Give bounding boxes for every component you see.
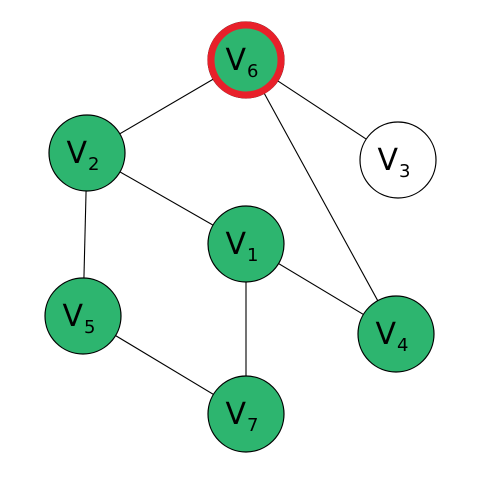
node-label-v6: V6	[226, 43, 259, 82]
node-v4[interactable]: V4	[357, 295, 435, 373]
node-letter-v4: V	[376, 317, 397, 352]
node-v1[interactable]: V1	[207, 205, 285, 283]
node-letter-v1: V	[226, 227, 247, 262]
node-label-v4: V4	[376, 317, 409, 356]
node-index-v7: 7	[247, 415, 258, 436]
node-index-v2: 2	[88, 154, 99, 175]
node-letter-v5: V	[63, 299, 84, 334]
node-letter-v2: V	[67, 136, 88, 171]
node-label-v7: V7	[226, 397, 259, 436]
node-v6[interactable]: V6	[207, 21, 285, 99]
node-v5[interactable]: V5	[44, 277, 122, 355]
node-v2[interactable]: V2	[48, 114, 126, 192]
node-circle-v2	[48, 114, 126, 192]
node-circle-v7	[207, 375, 285, 453]
node-label-v1: V1	[226, 227, 259, 266]
node-index-v4: 4	[397, 335, 408, 356]
node-index-v5: 5	[84, 317, 95, 338]
node-index-v3: 3	[399, 161, 410, 182]
node-circle-v3	[359, 121, 437, 199]
node-index-v1: 1	[247, 245, 258, 266]
node-index-v6: 6	[247, 61, 258, 82]
node-circle-v1	[207, 205, 285, 283]
node-letter-v6: V	[226, 43, 247, 78]
node-v7[interactable]: V7	[207, 375, 285, 453]
node-letter-v7: V	[226, 397, 247, 432]
node-circle-v5	[44, 277, 122, 355]
node-letter-v3: V	[378, 143, 399, 178]
node-circle-v4	[357, 295, 435, 373]
node-v3[interactable]: V3	[359, 121, 437, 199]
node-label-v5: V5	[63, 299, 96, 338]
node-label-v3: V3	[378, 143, 411, 182]
highlight-ring-v6	[207, 21, 285, 99]
edge-v6-v4	[245, 59, 397, 335]
node-label-v2: V2	[67, 136, 100, 175]
